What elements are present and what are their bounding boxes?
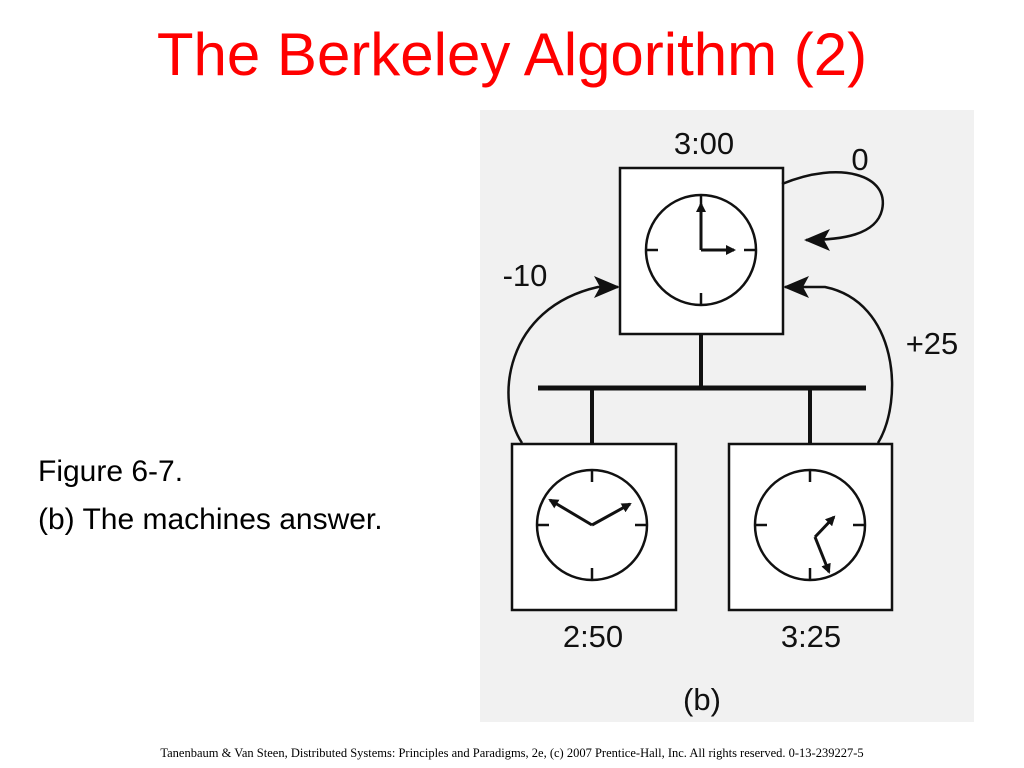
server-clock-icon — [644, 193, 758, 307]
caption-figure-number: Figure 6-7. — [38, 455, 184, 488]
right-answer-arrow — [783, 276, 894, 444]
left-clock-icon — [535, 468, 649, 582]
slide-title: The Berkeley Algorithm (2) — [156, 21, 868, 88]
copyright-footer: Tanenbaum & Van Steen, Distributed Syste… — [160, 746, 864, 760]
server-self-arrow — [781, 171, 885, 251]
server-time-label: 3:00 — [674, 126, 734, 161]
right-time-label: 3:25 — [781, 619, 841, 654]
berkeley-diagram: 3:00 0 -10 +25 2:50 3:25 (b) — [480, 110, 974, 722]
diagram-canvas: 3:00 0 -10 +25 2:50 3:25 (b) — [503, 126, 959, 717]
left-machine — [510, 442, 678, 612]
figure-part-label: (b) — [683, 682, 721, 717]
left-answer-arrow — [507, 276, 620, 444]
right-machine — [727, 442, 894, 612]
figure-caption: Figure 6-7. (b) The machines answer. — [38, 448, 383, 544]
right-clock-icon — [753, 468, 867, 582]
caption-description: (b) The machines answer. — [38, 503, 383, 536]
right-offset-label: +25 — [906, 326, 959, 361]
server-offset-label: 0 — [851, 142, 868, 177]
network-bus — [538, 335, 866, 443]
left-time-label: 2:50 — [563, 619, 623, 654]
left-offset-label: -10 — [503, 258, 548, 293]
server-machine — [618, 166, 785, 336]
